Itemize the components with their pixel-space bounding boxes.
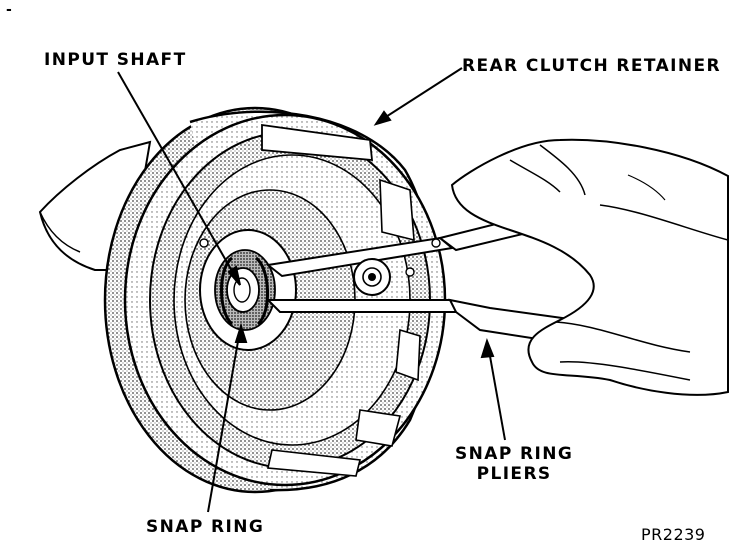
leader-input-shaft [117,71,241,286]
leader-snap-ring [207,329,241,513]
leader-lines [117,67,506,513]
arrow-snap-ring [234,322,248,343]
leader-rear-clutch [377,67,463,123]
label-input-shaft: INPUT SHAFT [44,50,187,70]
arrow-rear-clutch [373,110,392,126]
label-rear-clutch-retainer: REAR CLUTCH RETAINER [462,56,721,76]
label-snap-ring-pliers: SNAP RING PLIERS [455,444,573,484]
label-pliers-line1: SNAP RING [455,444,574,464]
figure-code: PR2239 [641,525,706,544]
input-shaft-hub [199,229,297,351]
right-hand [450,138,729,396]
leader-pliers [487,344,506,441]
arrow-pliers [480,338,495,359]
label-snap-ring: SNAP RING [146,517,265,537]
label-pliers-line2: PLIERS [476,464,552,484]
rear-clutch-retainer [103,106,447,494]
corner-mark: - [6,2,14,18]
arrow-input-shaft [227,265,241,286]
snap-ring [220,256,270,326]
